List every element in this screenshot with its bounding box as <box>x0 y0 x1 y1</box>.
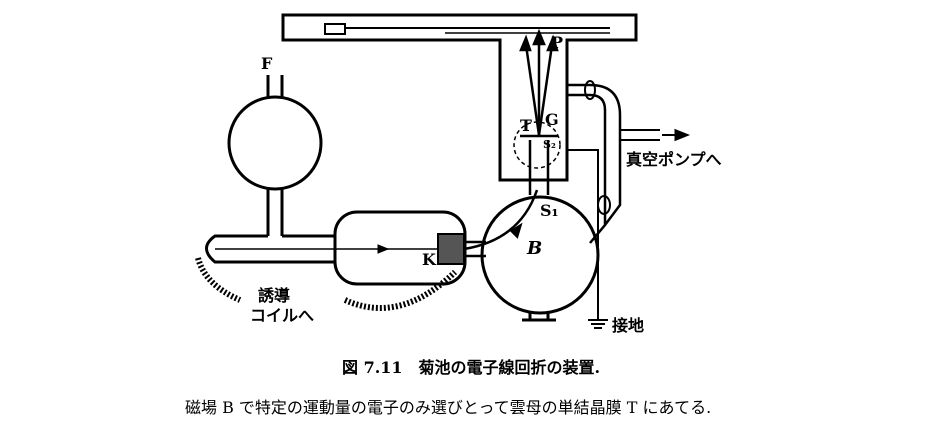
label-S2: S₂ <box>543 138 556 151</box>
coil-bottom <box>343 269 458 311</box>
coil-left <box>195 257 242 303</box>
label-coil-line2: コイルへ <box>250 306 315 325</box>
label-pump: 真空ポンプへ <box>626 150 722 169</box>
label-T: T <box>520 116 532 135</box>
pump-line <box>567 83 622 244</box>
diffracted-beams <box>519 28 559 136</box>
caption-body: 磁場 B で特定の運動量の電子のみ選びとって雲母の単結晶膜 T にあてる. <box>185 398 712 417</box>
caption-title: 図 7.11 菊池の電子線回折の装置. <box>342 358 601 377</box>
camera-tube <box>281 13 638 182</box>
cathode-K <box>437 233 465 265</box>
target-region <box>513 121 561 169</box>
label-P: P <box>551 33 564 52</box>
ground-wire <box>567 149 608 329</box>
label-ground: 接地 <box>612 316 645 335</box>
label-G: G <box>545 110 559 129</box>
label-K: K <box>422 250 436 269</box>
plate-slider <box>324 23 346 35</box>
filament-bulb <box>266 75 284 236</box>
label-S1: S₁ <box>540 201 559 220</box>
discharge-tube <box>205 234 335 264</box>
label-coil-line1: 誘導 <box>258 286 291 305</box>
pump-outlet <box>620 129 684 141</box>
label-B: B <box>527 238 543 259</box>
label-F: F <box>261 54 273 73</box>
